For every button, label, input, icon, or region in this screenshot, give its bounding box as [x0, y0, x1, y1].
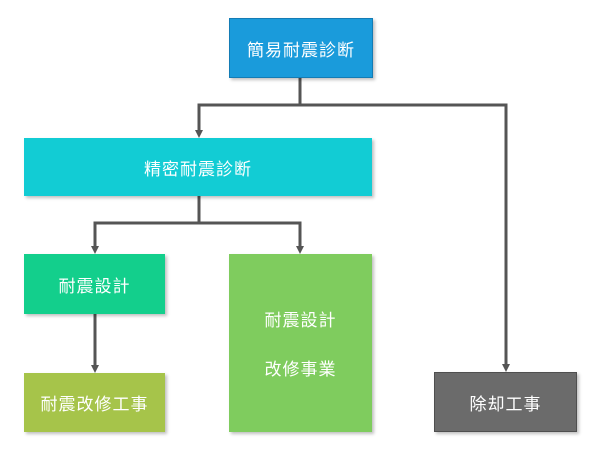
node-taishin-kaishu-koji: 耐震改修工事: [24, 373, 165, 432]
node-jokyaku-koji: 除却工事: [434, 372, 577, 432]
connector-kan-to-seimitsu: [195, 78, 302, 138]
node-kan-i-taishin-shindan: 簡易耐震診断: [229, 18, 373, 78]
connector-kan-to-jokyaku: [300, 103, 510, 372]
connector-seimitsu-to-sekkei-kaishu: [199, 221, 304, 254]
connector-seimitsu-to-sekkei: [91, 196, 201, 254]
node-label: 除却工事: [469, 394, 542, 415]
node-seimitsu-taishin-shindan: 精密耐震診断: [24, 138, 372, 196]
node-taishin-sekkei-kaishu-jigyo: 耐震設計 改修事業: [229, 254, 372, 432]
node-label-line2: 改修事業: [264, 360, 337, 380]
node-label-line1: 耐震設計: [264, 311, 337, 331]
node-label: 簡易耐震診断: [247, 40, 355, 61]
node-label: 耐震改修工事: [40, 395, 149, 415]
node-taishin-sekkei: 耐震設計: [24, 254, 165, 314]
node-label: 耐震設計: [58, 276, 131, 297]
node-label: 精密耐震診断: [144, 159, 252, 180]
